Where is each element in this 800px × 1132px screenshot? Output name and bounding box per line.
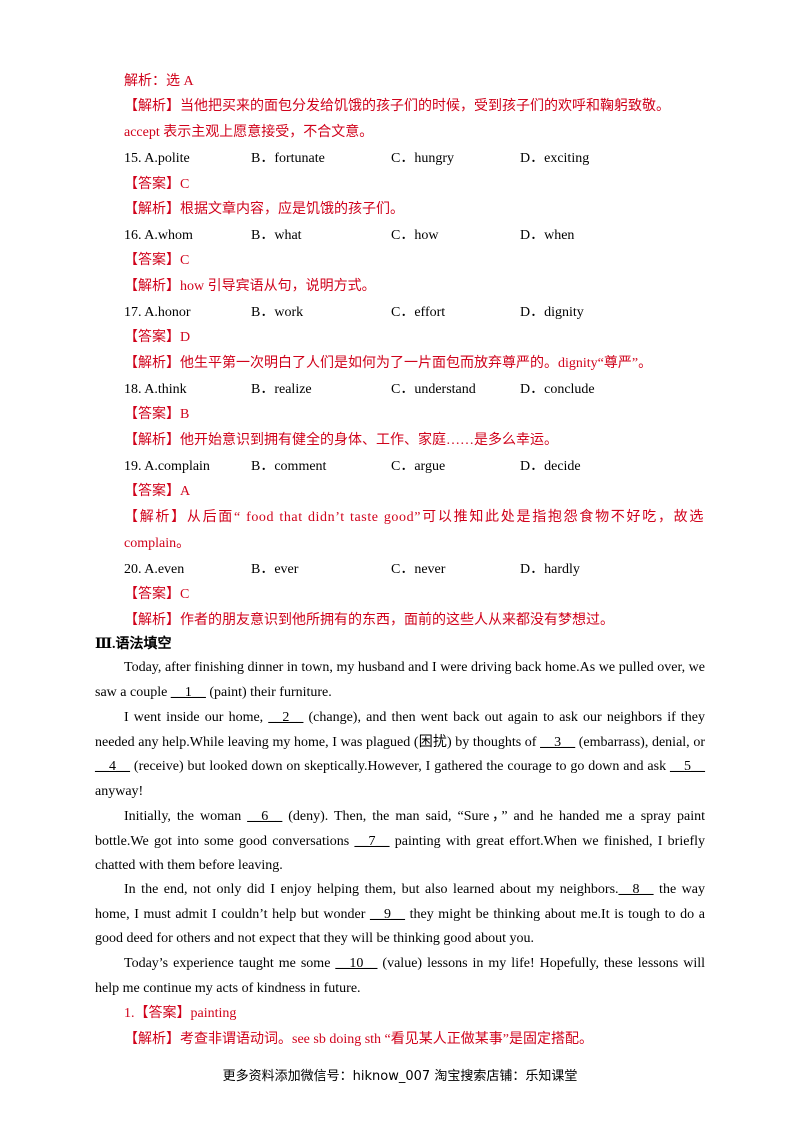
blank-4: __4__ — [95, 759, 130, 775]
answer-line: 【答案】A — [124, 484, 191, 499]
passage-text: painting with great effort.When we finis… — [95, 833, 705, 874]
answer-line: 【答案】C — [124, 253, 190, 268]
option-a: 15. A.polite — [124, 151, 190, 166]
passage-text: (receive) but looked down on skeptically… — [130, 759, 670, 775]
blank-1: __1__ — [170, 684, 206, 700]
passage-text: Today, after finishing dinner in town, m… — [95, 660, 705, 700]
blank-3: __3__ — [540, 734, 576, 750]
passage-paragraph: I went inside our home, __2__ (change), … — [95, 706, 705, 804]
option-b: B．work — [251, 305, 304, 320]
analysis-line: 【解析】根据文章内容，应是饥饿的孩子们。 — [124, 202, 404, 217]
option-d: D．when — [520, 228, 575, 243]
answer-line: 1.【答案】painting — [124, 1006, 237, 1021]
passage-text: they might be thinking about me.It is to… — [95, 906, 705, 947]
answer-line: 【答案】D — [124, 330, 191, 345]
option-b: B．comment — [251, 459, 327, 474]
blank-10: __10__ — [335, 956, 378, 971]
answer-line: 【答案】C — [124, 177, 190, 192]
blank-8: __8__ — [618, 882, 654, 897]
option-c: C．how — [391, 228, 439, 243]
option-a: 19. A.complain — [124, 459, 210, 474]
passage-text: (value) lessons in my life! Hopefully, t… — [95, 956, 705, 996]
option-d: D．conclude — [520, 382, 595, 397]
option-b: B．ever — [251, 562, 299, 577]
passage-text: (change), and then went back out again t… — [95, 710, 705, 750]
answer-line: 【答案】B — [124, 407, 190, 422]
option-c: C．never — [391, 562, 446, 577]
analysis-line: accept 表示主观上愿意接受，不合文意。 — [124, 125, 374, 140]
passage-text: (paint) their furniture. — [205, 684, 332, 700]
page-footer: 更多资料添加微信号：hiknow_007 淘宝搜索店铺：乐知课堂 — [222, 1069, 578, 1084]
option-d: D．decide — [520, 459, 581, 474]
analysis-line: 【解析】作者的朋友意识到他所拥有的东西，面前的这些人从来都没有梦想过。 — [124, 613, 614, 628]
option-b: B．what — [251, 228, 302, 243]
option-c: C．argue — [391, 459, 446, 474]
option-c: C．understand — [391, 382, 476, 397]
passage-text: (deny). Then, the man said, “Sure，” and … — [95, 809, 706, 849]
passage-text: Today’s experience taught me some — [124, 956, 336, 971]
analysis-line: 【解析】当他把买来的面包分发给饥饿的孩子们的时候，受到孩子们的欢呼和鞠躬致敬。 — [124, 99, 670, 114]
option-b: B．realize — [251, 382, 312, 397]
passage-paragraph: Today’s experience taught me some __10__… — [95, 952, 705, 1001]
option-a: 16. A.whom — [124, 228, 193, 243]
blank-6: __6__ — [247, 809, 283, 824]
analysis-line: 【解析】how 引导宾语从句，说明方式。 — [124, 279, 376, 294]
passage-paragraph: Initially, the woman __6__ (deny). Then,… — [95, 805, 705, 879]
option-c: C．effort — [391, 305, 446, 320]
blank-2: __2__ — [268, 710, 304, 725]
passage-text: Initially, the woman — [124, 809, 248, 824]
analysis-line: 【解析】从后面“ food that didn’t taste good”可以推… — [124, 510, 704, 525]
passage-text: I went inside our home, — [124, 710, 269, 725]
option-c: C．hungry — [391, 151, 454, 166]
option-a: 18. A.think — [124, 382, 187, 397]
passage-text: the way home, I must admit I couldn’t he… — [95, 882, 705, 922]
option-d: D．hardly — [520, 562, 580, 577]
analysis-line: 解析：选 A — [124, 74, 194, 89]
blank-7: __7__ — [354, 833, 390, 849]
passage-paragraph: Today, after finishing dinner in town, m… — [95, 656, 705, 705]
option-b: B．fortunate — [251, 151, 325, 166]
blank-5: __5__ — [670, 759, 705, 775]
passage-paragraph: In the end, not only did I enjoy helping… — [95, 878, 705, 952]
section-title: Ⅲ.语法填空 — [95, 637, 172, 652]
option-d: D．exciting — [520, 151, 590, 166]
analysis-line: 【解析】他生平第一次明白了人们是如何为了一片面包而放弃尊严的。dignity“尊… — [124, 356, 653, 371]
blank-9: __9__ — [369, 906, 405, 922]
analysis-line: complain。 — [124, 536, 191, 551]
analysis-line: 【解析】他开始意识到拥有健全的身体、工作、家庭……是多么幸运。 — [124, 433, 558, 448]
passage-text: anyway! — [95, 783, 144, 799]
passage-text: In the end, not only did I enjoy helping… — [124, 882, 619, 897]
analysis-line: 【解析】考查非谓语动词。see sb doing sth “看见某人正做某事”是… — [124, 1032, 593, 1047]
passage-text: (embarrass), denial, or — [575, 734, 705, 750]
option-a: 20. A.even — [124, 562, 185, 577]
answer-line: 【答案】C — [124, 587, 190, 602]
option-d: D．dignity — [520, 305, 584, 320]
option-a: 17. A.honor — [124, 305, 191, 320]
